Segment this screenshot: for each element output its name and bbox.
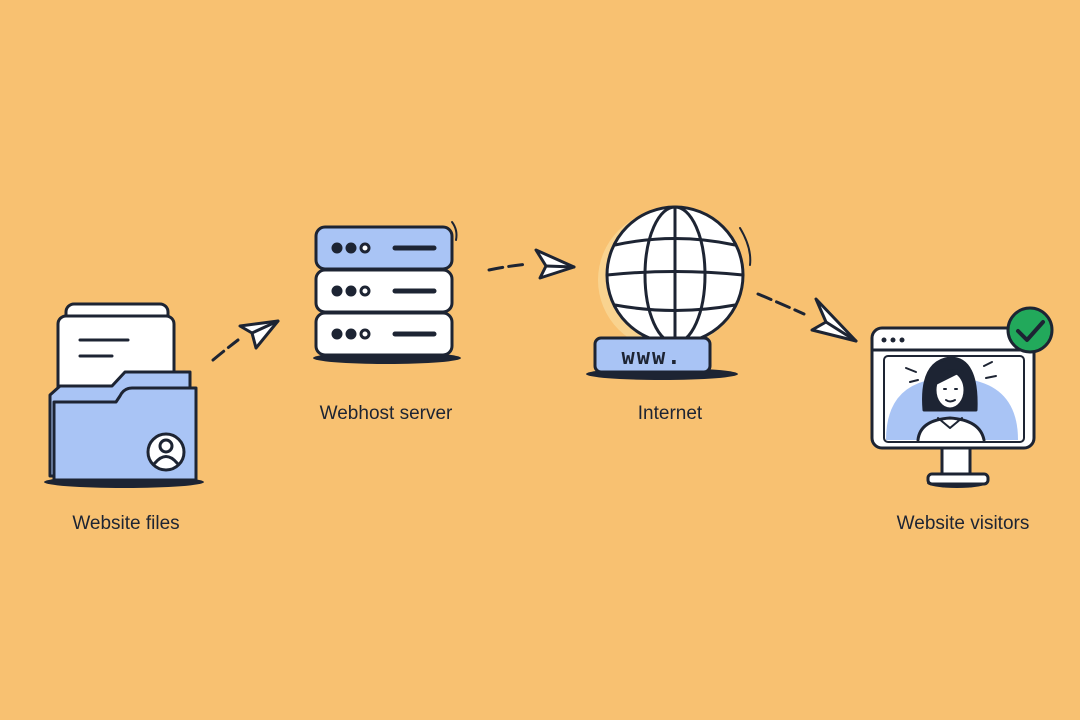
server-rack-icon	[313, 221, 461, 364]
monitor-with-person-icon	[870, 326, 1036, 488]
www-badge-text: www.	[622, 345, 683, 370]
folder-with-documents-icon	[44, 302, 204, 488]
webhost-server-label: Webhost server	[319, 403, 453, 424]
paper-plane-arrow-icon	[211, 319, 280, 362]
globe-icon: www.	[586, 205, 752, 380]
paper-plane-arrow-icon	[487, 248, 576, 280]
website-files-label: Website files	[72, 513, 180, 534]
checkmark-icon	[1006, 306, 1054, 354]
website-visitors-label: Website visitors	[896, 513, 1030, 534]
internet-label: Internet	[637, 403, 703, 424]
paper-plane-arrow-icon	[756, 292, 858, 343]
